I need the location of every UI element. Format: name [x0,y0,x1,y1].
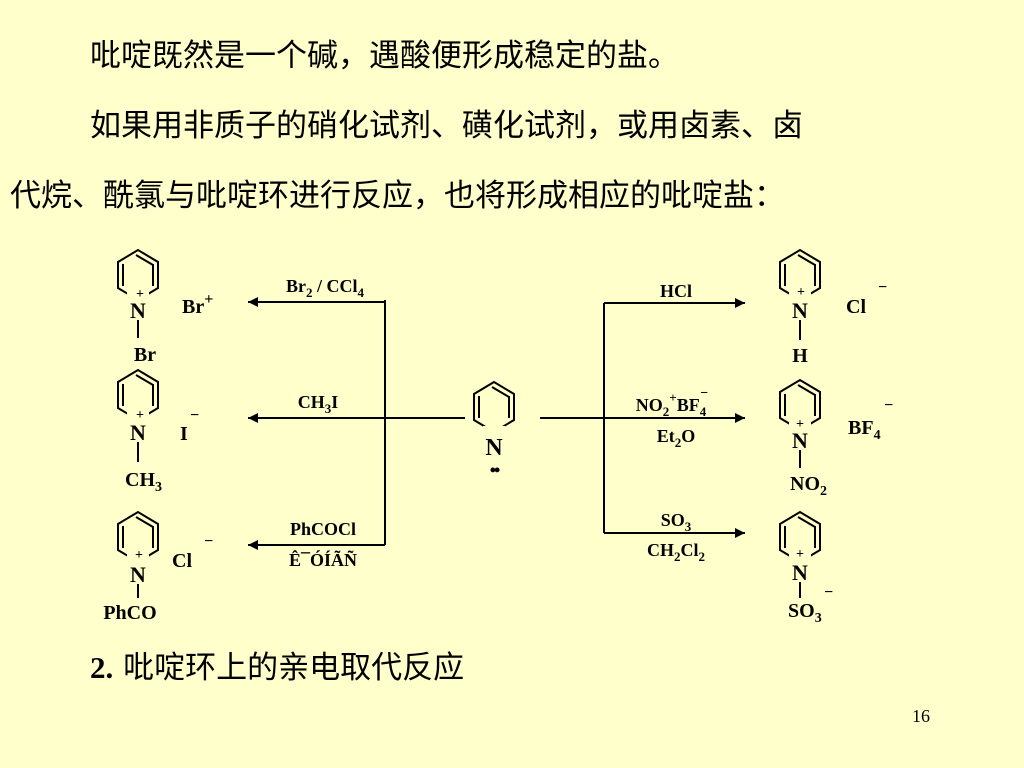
pyridine-reactant: N •• [473,381,515,480]
product-n-bromopyridinium: N + Br Br+ [117,249,213,366]
product-pyridinium-chloride: N + H Cl − [779,249,887,367]
reagent-so3: SO3 [661,510,692,534]
reagent-phcocl: PhCOCl [290,519,356,539]
paragraph-2-line-2: 代烷、酰氯与吡啶环进行反应，也将形成相应的吡啶盐： [10,178,785,214]
reagent-ch2cl2: CH2Cl2 [647,540,705,564]
svg-text:−: − [878,279,887,296]
svg-text:N: N [792,428,808,453]
svg-text:N: N [130,562,146,587]
lone-pair: •• [490,460,500,480]
slide-number: 16 [912,706,930,726]
svg-text:PhCO: PhCO [103,602,156,624]
svg-text:Cl: Cl [846,296,866,318]
product-n-nitropyridinium: N + NO2 BF4 − [779,379,893,499]
svg-text:N: N [792,560,808,585]
svg-text:+: + [797,285,805,300]
svg-text:Br: Br [134,344,156,366]
svg-text:−: − [190,407,199,424]
reagent-et2o: Et2O [657,426,696,450]
svg-text:+: + [796,547,804,562]
svg-text:H: H [792,345,808,367]
paragraph-2-line-1: 如果用非质子的硝化试剂、磺化试剂，或用卤素、卤 [90,108,803,144]
svg-text:−: − [884,397,893,414]
svg-text:CH3: CH3 [125,469,162,495]
svg-text:+: + [796,417,804,432]
svg-text:Cl: Cl [172,550,192,572]
left-arrows [248,297,465,550]
svg-text:N: N [130,298,146,323]
svg-text:NO2: NO2 [790,473,827,499]
paragraph-1: 吡啶既然是一个碱，遇酸便形成稳定的盐。 [90,38,679,74]
pyridine-nitrogen: N [485,435,503,461]
svg-text:+: + [135,548,143,563]
svg-text:N: N [130,420,146,445]
reagent-no2bf4: NO2+BF4− [636,386,708,419]
svg-text:N: N [792,298,808,323]
reagent-ch3i: CH3I [298,392,339,416]
svg-text:+: + [136,287,144,302]
section-number: 2. [90,650,114,685]
product-n-methylpyridinium: N + CH3 I − [117,369,199,495]
product-n-benzoylpyridinium: N + PhCO Cl − [103,511,213,624]
svg-text:+: + [136,408,144,423]
reagent-hcl: HCl [660,281,692,301]
reagent-br2-ccl4: Br2 / CCl4 [286,276,365,300]
reagent-phcocl-solvent: Ê¯ÓÍÃÑ [289,549,357,570]
svg-text:I: I [180,423,188,445]
svg-text:−: − [824,584,833,601]
svg-text:SO3: SO3 [788,600,822,626]
svg-text:−: − [204,533,213,550]
svg-text:BF4: BF4 [848,417,881,443]
section-heading: 2. 吡啶环上的亲电取代反应 [90,648,464,688]
right-arrows [540,298,745,538]
product-pyridine-sulfur-trioxide: N + SO3 − [779,511,833,626]
svg-text:Br+: Br+ [182,291,213,318]
section-title: 吡啶环上的亲电取代反应 [113,650,465,686]
